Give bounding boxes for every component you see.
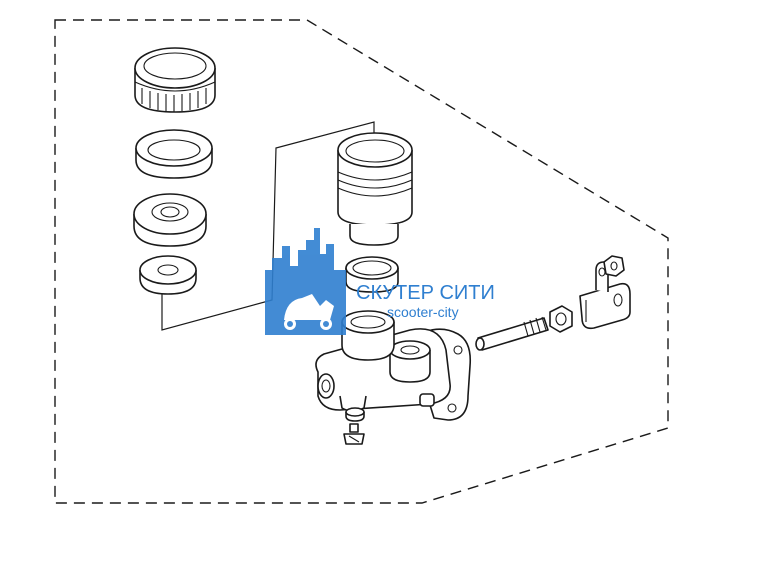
watermark-subtitle: scooter-city — [387, 304, 459, 320]
bleeder-washer — [345, 407, 365, 422]
diaphragm — [133, 193, 207, 247]
watermark-logo — [265, 228, 346, 335]
lock-nut — [549, 305, 573, 333]
clevis-nut — [603, 255, 625, 277]
bleeder-screw — [343, 423, 365, 445]
grommet — [341, 310, 395, 361]
cap-diaphragm-plate — [135, 129, 213, 179]
reservoir-grommet — [345, 256, 399, 293]
washer — [139, 255, 197, 295]
leader-line — [161, 121, 375, 331]
watermark-title: СКУТЕР СИТИ — [356, 282, 495, 304]
reservoir — [337, 132, 413, 246]
assembly-boundary — [54, 19, 669, 504]
reservoir-cap — [134, 47, 216, 113]
push-rod — [475, 316, 549, 351]
